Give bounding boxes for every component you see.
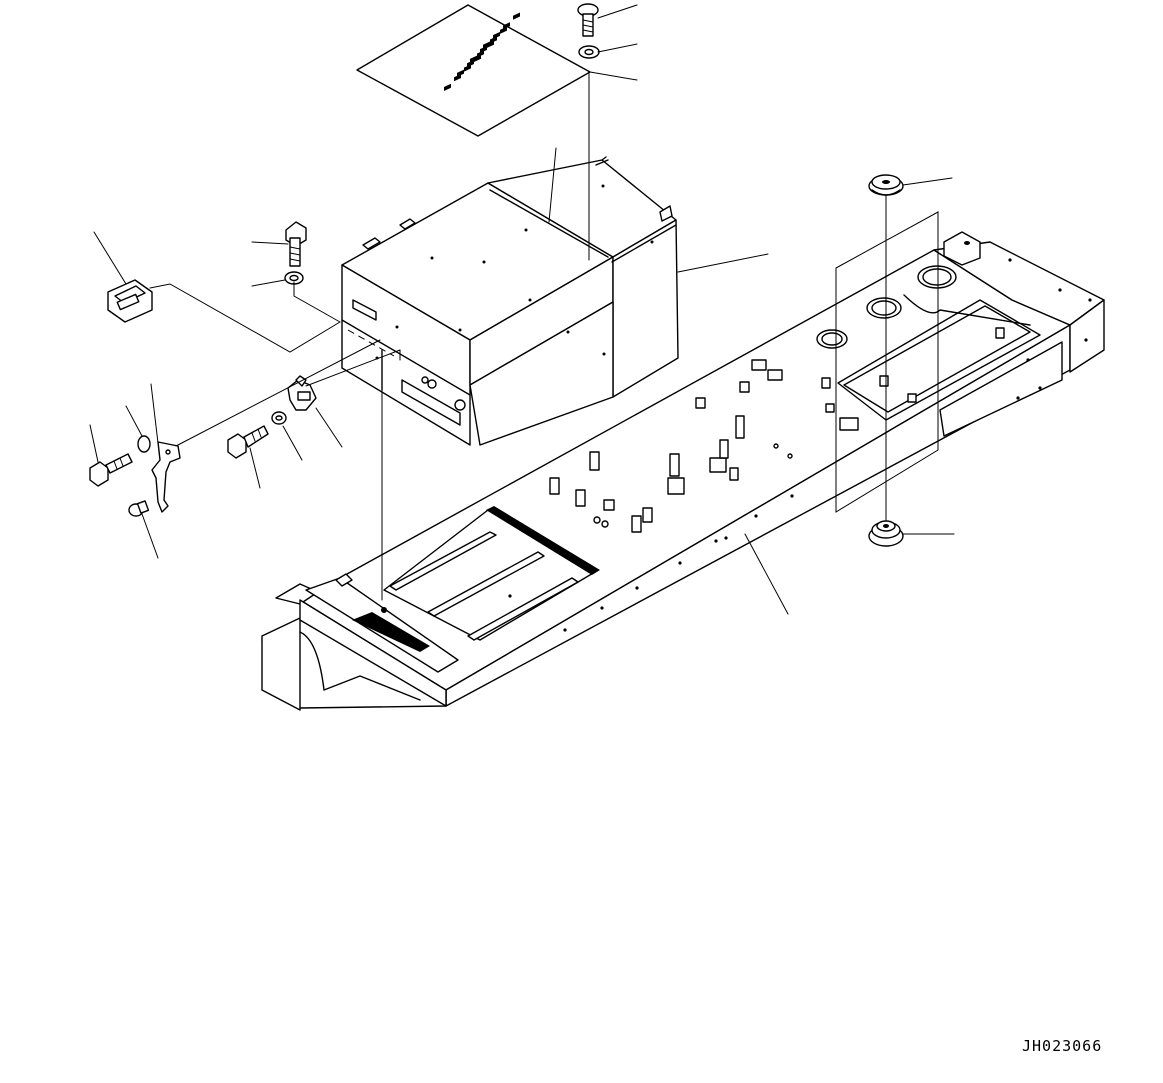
mount-washer-upper — [284, 271, 304, 285]
lever-washer — [137, 435, 151, 453]
connector-plug — [107, 279, 153, 323]
mount-bolt-left — [89, 453, 133, 487]
cover-washer — [578, 45, 600, 59]
main-frame — [261, 231, 1105, 711]
reference-lines — [149, 71, 939, 601]
bracket-clip — [287, 375, 317, 411]
mount-nut-mid — [271, 411, 287, 425]
lever-bracket — [151, 441, 181, 513]
top-cover-plate — [356, 4, 591, 137]
controller-box — [341, 156, 679, 446]
drawing-code-label: JH023066 — [1022, 1037, 1103, 1055]
grommet-lower — [868, 520, 904, 547]
leader-lines — [89, 4, 955, 615]
grommet-upper — [868, 174, 904, 196]
mount-bolt-mid — [227, 425, 269, 459]
mount-bolt-upper — [285, 221, 307, 267]
cover-plate-slots — [444, 12, 520, 91]
small-screw-left — [128, 500, 150, 517]
cover-screw — [577, 3, 599, 37]
